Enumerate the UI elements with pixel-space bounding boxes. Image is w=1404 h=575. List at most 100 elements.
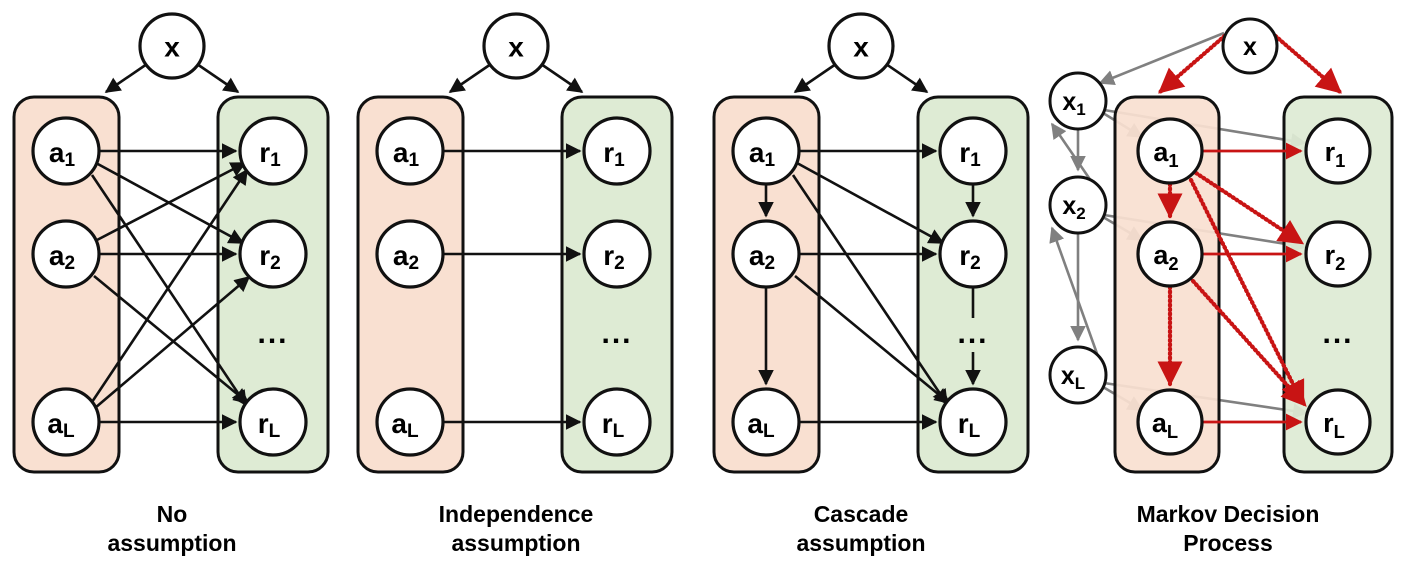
reward-node-rL: rL (1304, 388, 1372, 456)
node-label-r1: r (1325, 137, 1336, 167)
node-sub-x2: 2 (1076, 204, 1085, 223)
svg-text:a1: a1 (749, 137, 776, 171)
svg-text:r2: r2 (1325, 240, 1346, 274)
node-label-aL: a (391, 408, 407, 439)
svg-text:xL: xL (1061, 362, 1085, 393)
node-sub-a2: 2 (764, 253, 775, 274)
reward-node-r2: r2 (938, 219, 1008, 289)
node-sub-a2: 2 (408, 253, 419, 274)
svg-text:a2: a2 (49, 240, 75, 274)
reward-node-rL: rL (238, 387, 308, 457)
node-sub-a1: 1 (764, 150, 775, 171)
node-label-a2: a (749, 240, 765, 271)
state-node-x2: x2 (1048, 175, 1108, 235)
context-node-x: x (138, 12, 206, 80)
reward-node-r2: r2 (238, 219, 308, 289)
svg-text:a2: a2 (393, 240, 419, 274)
action-node-aL: aL (31, 387, 101, 457)
action-node-a1: a1 (1136, 117, 1204, 185)
node-sub-a2: 2 (1168, 253, 1178, 274)
node-sub-r1: 1 (614, 150, 625, 171)
node-label-x1: x (1062, 88, 1076, 116)
edge-x-to-rewards (885, 62, 929, 94)
state-node-x1: x1 (1048, 71, 1108, 131)
edge-x-to-rewards (540, 62, 584, 94)
action-node-a2: a2 (731, 219, 801, 289)
svg-text:aL: aL (391, 408, 419, 442)
node-label-x2: x (1062, 192, 1076, 220)
action-node-a1: a1 (731, 116, 801, 186)
node-label-a1: a (749, 137, 765, 168)
node-label-r1: r (603, 137, 614, 168)
node-sub-aL: L (63, 421, 75, 442)
context-node-x: x (482, 12, 550, 80)
edge-x-to-rewards (196, 62, 240, 94)
node-label-a1: a (393, 137, 409, 168)
node-sub-a2: 2 (64, 253, 75, 274)
bipartite-edges (90, 143, 251, 430)
svg-text:a2: a2 (749, 240, 775, 274)
node-sub-r2: 2 (970, 253, 981, 274)
svg-text:rL: rL (958, 408, 981, 442)
svg-text:r2: r2 (603, 240, 625, 274)
node-sub-aL: L (1167, 421, 1178, 442)
action-node-a1: a1 (375, 116, 445, 186)
svg-text:r2: r2 (259, 240, 281, 274)
node-label-rL: r (958, 408, 969, 439)
panel-no-assumption: x a1 a2 aL r1 r2 (12, 12, 330, 474)
svg-text:aL: aL (747, 408, 775, 442)
svg-text:r1: r1 (959, 137, 981, 171)
node-sub-rL: L (269, 421, 281, 442)
node-label-rL: r (258, 408, 269, 439)
node-label-aL: a (47, 408, 63, 439)
reward-node-r2: r2 (1304, 220, 1372, 288)
edge-x-to-actions (793, 62, 837, 94)
node-label-a1: a (1153, 137, 1169, 167)
mdp-red-solid-edges (1202, 142, 1303, 431)
panel-cascade-assumption: x a1 a2 aL r1 r2 (712, 12, 1030, 474)
parallel-edges (443, 143, 582, 430)
node-sub-r1: 1 (970, 150, 981, 171)
node-label-r2: r (603, 240, 614, 271)
svg-text:aL: aL (1152, 408, 1178, 442)
node-label-aL: a (747, 408, 763, 439)
svg-text:rL: rL (602, 408, 625, 442)
svg-text:r1: r1 (259, 137, 281, 171)
reward-node-r2: r2 (582, 219, 652, 289)
node-label-x: x (1243, 33, 1257, 61)
node-label-a2: a (1153, 240, 1169, 270)
node-label-r1: r (259, 137, 270, 168)
node-label-a2: a (49, 240, 65, 271)
mdp-red-dotted-edges (1157, 30, 1343, 408)
node-sub-rL: L (613, 421, 625, 442)
node-label-xL: x (1061, 362, 1075, 390)
reward-ellipsis: ... (601, 317, 633, 350)
node-sub-r1: 1 (270, 150, 281, 171)
node-label-r2: r (259, 240, 270, 271)
action-node-a2: a2 (31, 219, 101, 289)
panel-markov-decision-process: x x1 x2 xL a1 a2 (1048, 17, 1394, 474)
node-sub-rL: L (969, 421, 981, 442)
action-node-aL: aL (1136, 388, 1204, 456)
reward-ellipsis: ... (1322, 317, 1354, 350)
node-sub-a1: 1 (408, 150, 419, 171)
node-sub-aL: L (407, 421, 419, 442)
svg-text:x2: x2 (1062, 192, 1085, 223)
panel-caption-independence-assumption: Independence assumption (438, 501, 594, 556)
node-sub-aL: L (763, 421, 775, 442)
state-node-xL: xL (1048, 345, 1108, 405)
panel-caption-cascade-assumption: Cascade assumption (796, 501, 926, 556)
svg-text:r1: r1 (1325, 137, 1346, 171)
node-label-rL: r (602, 408, 613, 439)
node-label-rL: r (1323, 408, 1334, 438)
node-label-a1: a (49, 137, 65, 168)
reward-node-r1: r1 (238, 116, 308, 186)
node-sub-a1: 1 (1168, 150, 1178, 171)
svg-text:a1: a1 (49, 137, 76, 171)
node-sub-xL: L (1075, 374, 1085, 393)
edge-x-to-actions (104, 62, 148, 94)
node-label-aL: a (1152, 408, 1168, 438)
action-node-a1: a1 (31, 116, 101, 186)
